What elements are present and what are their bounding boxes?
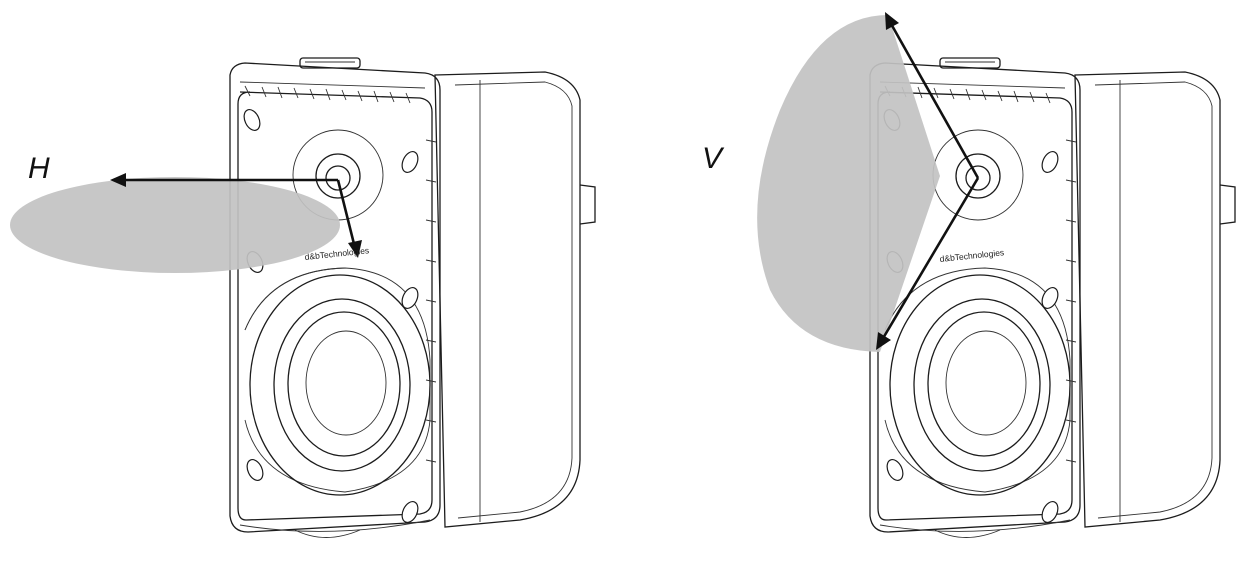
right-panel: d&bTechnologies V	[702, 12, 1236, 539]
horizontal-label: H	[28, 152, 50, 185]
vertical-arrows	[876, 12, 980, 350]
vertical-coverage-area	[757, 15, 940, 352]
right-brand-label: d&bTechnologies	[939, 247, 1004, 264]
horizontal-coverage-area	[10, 177, 340, 273]
left-panel: d&bTechnologies H	[10, 57, 596, 539]
vertical-label: V	[702, 142, 725, 175]
left-speaker	[229, 57, 596, 539]
horizontal-arrows	[110, 173, 362, 258]
